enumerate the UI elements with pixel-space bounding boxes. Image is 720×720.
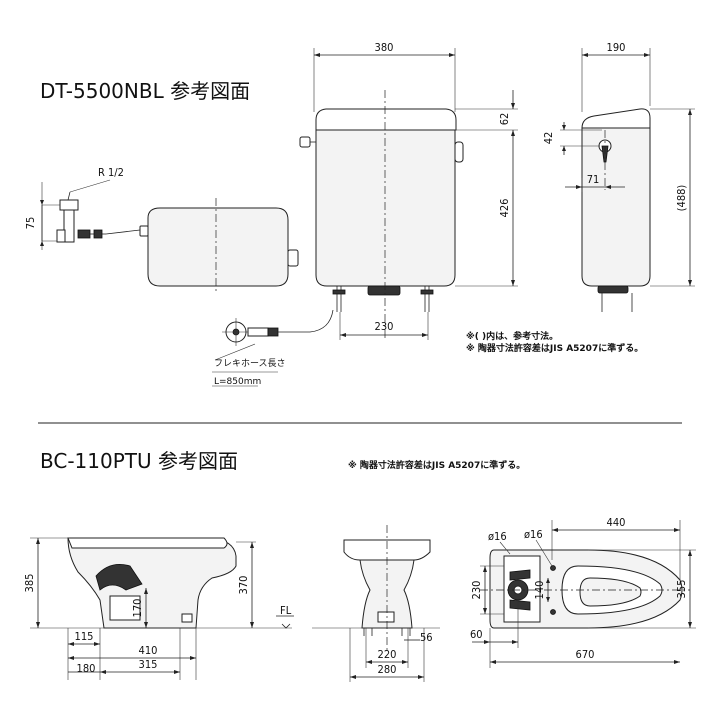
bowl-side-view (67, 537, 237, 629)
tank-title: DT-5500NBL 参考図面 (40, 79, 250, 103)
svg-text:280: 280 (378, 663, 397, 676)
bowl-top-dims: ø16 ø16 440 355 230 140 60 670 (470, 516, 696, 668)
svg-text:(488): (488) (675, 185, 688, 212)
tank-front-view (299, 90, 464, 340)
svg-text:370: 370 (237, 576, 250, 595)
svg-text:140: 140 (533, 581, 546, 600)
svg-text:60: 60 (470, 628, 483, 641)
bowl-note: ※ 陶器寸法許容差はJIS A5207に準ずる。 (348, 459, 525, 471)
svg-text:L=850mm: L=850mm (214, 377, 261, 387)
svg-text:220: 220 (378, 648, 397, 661)
bowl-side-dims: 385 370 170 115 410 180 315 FL (23, 537, 294, 680)
svg-text:56: 56 (420, 631, 433, 644)
svg-text:42: 42 (542, 132, 555, 145)
svg-text:190: 190 (607, 41, 626, 54)
svg-text:410: 410 (139, 644, 158, 657)
svg-text:フレキホース長さ: フレキホース長さ (214, 358, 286, 369)
svg-text:355: 355 (675, 580, 688, 599)
tank-top-view (139, 198, 299, 292)
dim-42-71: 42 71 (542, 122, 625, 192)
svg-text:440: 440 (607, 516, 626, 529)
svg-text:ø16: ø16 (488, 530, 507, 543)
svg-text:230: 230 (375, 320, 394, 333)
svg-text:180: 180 (77, 662, 96, 675)
dim-230: 230 (339, 312, 429, 340)
dim-380: 380 (313, 41, 456, 112)
svg-text:426: 426 (498, 199, 511, 218)
flex-hose: フレキホース長さ L=850mm (212, 309, 334, 387)
svg-text:380: 380 (375, 41, 394, 54)
svg-text:115: 115 (75, 630, 94, 643)
tank-note-2: ※ 陶器寸法許容差はJIS A5207に準ずる。 (466, 342, 643, 354)
dim-488: (488) (650, 108, 695, 287)
svg-text:R 1/2: R 1/2 (98, 166, 124, 179)
tank-note-1: ※( )内は、参考寸法。 (466, 330, 558, 342)
bowl-front-view (312, 525, 440, 650)
svg-text:385: 385 (23, 574, 36, 593)
bowl-front-dims: 220 280 56 (349, 628, 433, 682)
svg-text:170: 170 (131, 599, 144, 618)
bowl-title: BC-110PTU 参考図面 (40, 449, 238, 473)
svg-text:75: 75 (24, 217, 37, 230)
dim-190: 190 (581, 41, 651, 112)
stop-valve: 75 R 1/2 (24, 166, 141, 250)
svg-text:62: 62 (498, 113, 511, 126)
dim-62-426: 62 426 (455, 90, 518, 287)
svg-text:ø16: ø16 (524, 528, 543, 541)
svg-text:315: 315 (139, 658, 158, 671)
bowl-top-view (480, 549, 690, 629)
svg-text:230: 230 (470, 581, 483, 600)
svg-text:FL: FL (280, 604, 292, 617)
tank-side-view (581, 108, 651, 312)
svg-text:71: 71 (587, 173, 600, 186)
svg-text:670: 670 (576, 648, 595, 661)
